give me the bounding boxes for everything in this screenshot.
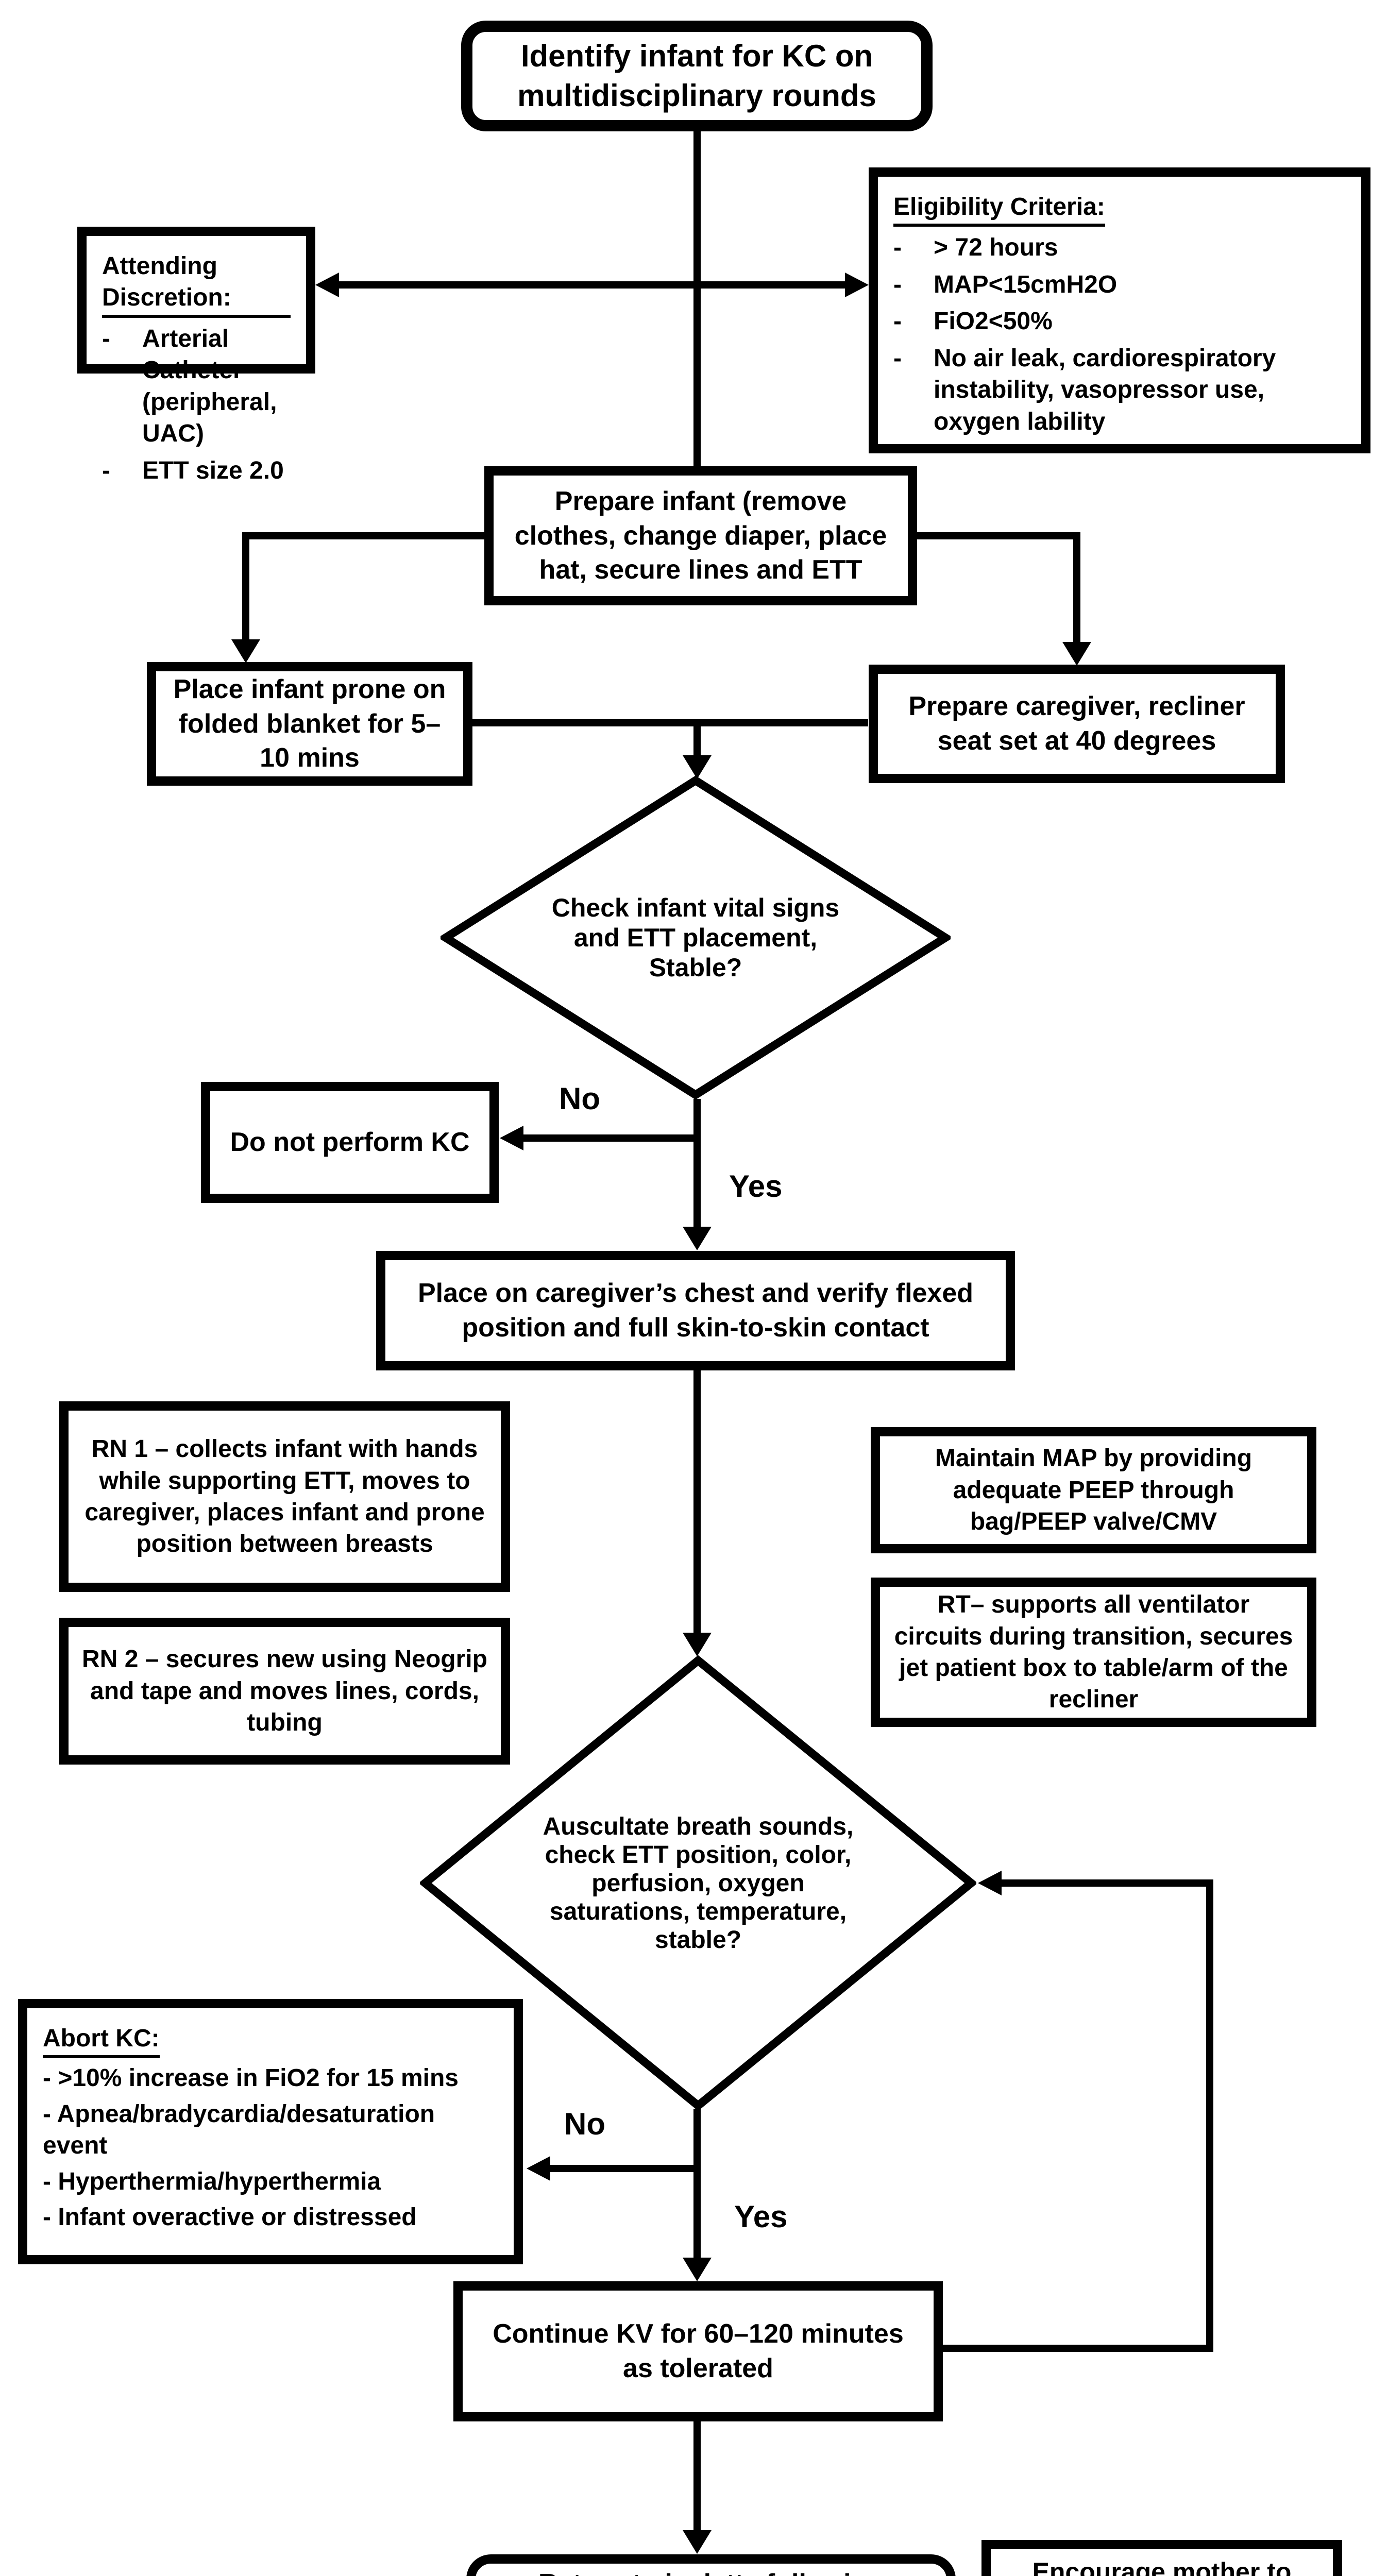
connector-converge-h — [471, 719, 868, 726]
node-label: Place on caregiver’s chest and verify fl… — [417, 1278, 974, 1343]
node-label: Auscultate breath sounds, check ETT posi… — [543, 1812, 854, 1954]
node-return-isolette: Return to isolette following above steps… — [466, 2554, 956, 2576]
connector-no2-h — [547, 2165, 701, 2172]
connector-prepare-to-prone-v — [242, 532, 249, 641]
list-item: - Arterial Catheter (peripheral, UAC) — [102, 323, 291, 450]
node-attending-discretion: Attending Discretion: - Arterial Cathete… — [77, 227, 315, 484]
connector-identify-to-prepare — [693, 130, 701, 468]
edge-label-yes-1: Yes — [729, 1169, 783, 1204]
node-rt-supports: RT– supports all ventilator circuits dur… — [871, 1578, 1316, 1727]
node-place-on-chest: Place on caregiver’s chest and verify fl… — [376, 1251, 1015, 1370]
arrow-right-icon — [845, 273, 869, 297]
node-label: RN 1 – collects infant with hands while … — [84, 1435, 485, 1558]
arrow-left-icon — [500, 1126, 523, 1150]
node-encourage-mother: Encourage mother to pump breast milk aft… — [981, 2540, 1342, 2576]
node-label: Do not perform KC — [230, 1127, 470, 1158]
node-label: Prepare infant (remove clothes, change d… — [514, 486, 887, 585]
list-item-text: ETT size 2.0 — [142, 456, 284, 484]
list-item: - MAP<15cmH2O — [893, 269, 1346, 300]
list-item: - Hyperthermia/hyperthermia — [43, 2167, 381, 2195]
node-rn2: RN 2 – secures new using Neogrip and tap… — [59, 1618, 510, 1765]
node-rn1: RN 1 – collects infant with hands while … — [59, 1401, 510, 1592]
bullet: - — [102, 456, 110, 484]
diamond-shape — [420, 1655, 976, 2111]
node-label: Return to isolette following above steps… — [496, 2567, 926, 2576]
list-item-text: FiO2<50% — [934, 308, 1053, 335]
edge-label-no-1: No — [559, 1081, 600, 1116]
node-identify-infant: Identify infant for KC on multidisciplin… — [461, 21, 933, 131]
list-item: - > 72 hours — [893, 232, 1346, 263]
bullet: - — [893, 270, 902, 298]
list-item-text: MAP<15cmH2O — [934, 270, 1118, 298]
node-do-not-perform-kc: Do not perform KC — [201, 1082, 499, 1203]
node-label: Maintain MAP by providing adequate PEEP … — [935, 1445, 1252, 1536]
node-label: RT– supports all ventilator circuits dur… — [894, 1591, 1293, 1714]
arrow-down-icon — [231, 639, 260, 663]
arrow-left-icon — [527, 2156, 550, 2181]
list-item: - FiO2<50% — [893, 306, 1346, 337]
node-prepare-caregiver: Prepare caregiver, recliner seat set at … — [869, 665, 1285, 783]
connector-continue-to-return — [693, 2420, 701, 2532]
connector-diamond2-down — [693, 2109, 701, 2259]
eligibility-heading: Eligibility Criteria: — [893, 191, 1105, 227]
diamond-shape — [441, 775, 951, 1100]
connector-branch-criteria — [335, 281, 848, 289]
node-label: Encourage mother to pump breast milk aft… — [1032, 2557, 1292, 2576]
node-continue-kv: Continue KV for 60–120 minutes as tolera… — [453, 2281, 943, 2421]
connector-loop-bottom-h — [942, 2345, 1213, 2352]
node-auscultate-decision: Auscultate breath sounds, check ETT posi… — [420, 1655, 976, 2111]
connector-prepare-to-caregiver-h — [917, 532, 1080, 539]
node-label: Prepare caregiver, recliner seat set at … — [908, 691, 1245, 756]
arrow-down-icon — [683, 2258, 712, 2281]
edge-label-no-2: No — [564, 2107, 605, 2141]
node-label: Place infant prone on folded blanket for… — [173, 674, 446, 773]
arrow-left-icon — [315, 273, 339, 297]
list-item: - >10% increase in FiO2 for 15 mins — [43, 2064, 459, 2092]
arrow-left-icon — [978, 1871, 1002, 1895]
list-item: - Apnea/bradycardia/desaturation event — [43, 2100, 435, 2160]
connector-converge-v — [693, 719, 701, 757]
node-abort-kc: Abort KC: - >10% increase in FiO2 for 15… — [18, 1999, 523, 2264]
bullet: - — [893, 308, 902, 335]
arrow-down-icon — [683, 1227, 712, 1250]
edge-label-yes-2: Yes — [734, 2199, 788, 2234]
bullet: - — [893, 234, 902, 262]
node-eligibility-criteria: Eligibility Criteria: - > 72 hours - MAP… — [869, 167, 1370, 453]
connector-loop-v — [1206, 1879, 1213, 2352]
bullet: - — [893, 344, 902, 372]
list-item: - ETT size 2.0 — [102, 455, 291, 486]
connector-no1-h — [521, 1134, 701, 1142]
arrow-down-icon — [683, 755, 712, 779]
arrow-down-icon — [1062, 642, 1091, 666]
connector-chest-to-diamond2 — [693, 1369, 701, 1634]
abort-heading: Abort KC: — [43, 2023, 160, 2059]
node-label: RN 2 – secures new using Neogrip and tap… — [82, 1646, 487, 1737]
list-item-text: No air leak, cardiorespiratory instabili… — [934, 344, 1276, 435]
node-prepare-infant: Prepare infant (remove clothes, change d… — [484, 466, 917, 605]
node-label: Identify infant for KC on multidisciplin… — [517, 38, 876, 113]
list-item: - Infant overactive or distressed — [43, 2204, 417, 2231]
node-maintain-map: Maintain MAP by providing adequate PEEP … — [871, 1427, 1316, 1553]
node-label: Check infant vital signs and ETT placeme… — [551, 893, 840, 982]
node-place-infant-prone: Place infant prone on folded blanket for… — [147, 662, 472, 786]
connector-loop-top-h — [1000, 1879, 1213, 1887]
arrow-down-icon — [683, 1633, 712, 1656]
list-item: - No air leak, cardiorespiratory instabi… — [893, 343, 1346, 437]
connector-prepare-to-caregiver-v — [1073, 532, 1080, 643]
attending-heading: Attending Discretion: — [102, 250, 291, 318]
connector-diamond1-down — [693, 1099, 701, 1229]
node-check-vitals-decision: Check infant vital signs and ETT placeme… — [441, 775, 951, 1100]
node-label: Continue KV for 60–120 minutes as tolera… — [493, 2319, 904, 2383]
connector-prepare-to-prone-h — [242, 532, 484, 539]
list-item-text: > 72 hours — [934, 234, 1058, 262]
bullet: - — [102, 325, 110, 352]
arrow-down-icon — [683, 2530, 712, 2554]
list-item-text: Arterial Catheter (peripheral, UAC) — [142, 325, 277, 448]
